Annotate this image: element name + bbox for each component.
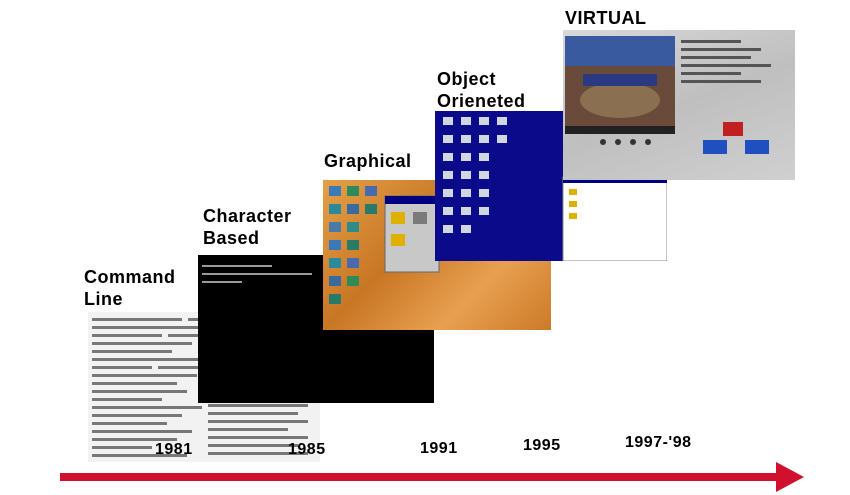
virtual-screenshot [563, 30, 795, 180]
year-label-1991: 1991 [420, 440, 458, 457]
blue-desktop-icons [443, 117, 667, 261]
desktop-icons [329, 186, 440, 304]
year-label-1995: 1995 [523, 437, 561, 454]
dos-text-lines [202, 265, 312, 283]
year-label-1997-98: 1997-'98 [625, 434, 692, 451]
stage-label-character-based: Character Based [203, 206, 292, 248]
stage-label-graphical: Graphical [324, 151, 412, 171]
timeline-arrow-shaft [60, 473, 780, 481]
year-label-1985: 1985 [288, 441, 326, 458]
timeline-arrow-head [776, 462, 804, 492]
object-oriented-desktop-screenshot [435, 111, 667, 261]
year-label-1981: 1981 [155, 441, 193, 458]
stage-label-object-oriented: Object Orieneted [437, 69, 526, 111]
stage-label-virtual: VIRTUAL [565, 8, 647, 28]
stage-label-command-line: Command Line [84, 267, 176, 309]
virtual-room-scene [565, 36, 771, 154]
